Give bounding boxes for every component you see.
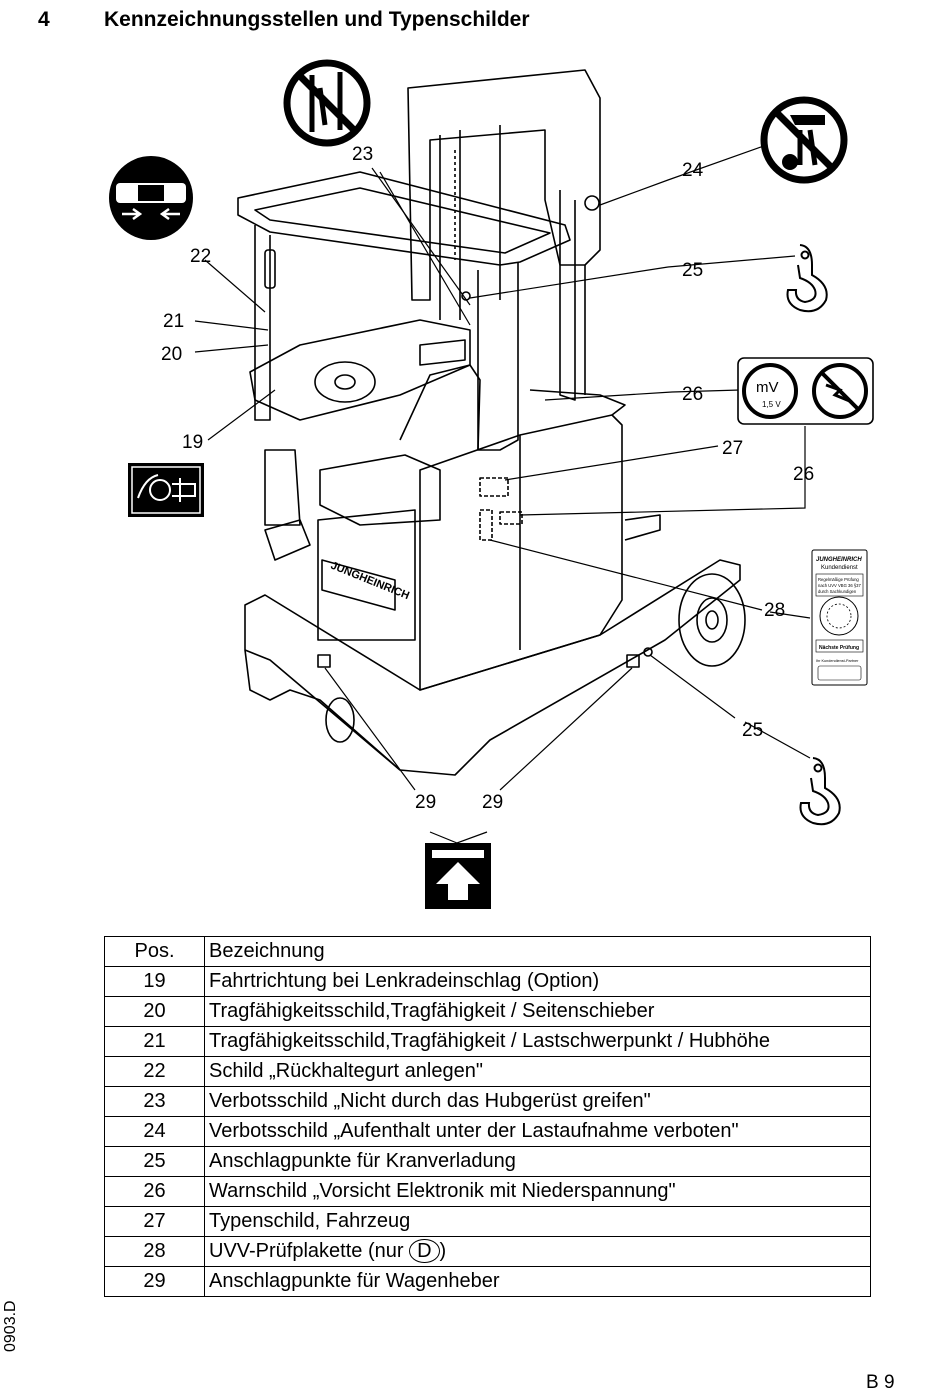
no-standing-under-load-icon — [760, 96, 848, 184]
row-pos: 19 — [104, 966, 205, 997]
row-desc: UVV-Prüfplakette (nur D) — [204, 1236, 871, 1267]
callout-27: 27 — [722, 438, 743, 459]
row-desc: Anschlagpunkte für Kranverladung — [204, 1146, 871, 1177]
table-row: 28 UVV-Prüfplakette (nur D) — [104, 1236, 871, 1267]
steering-direction-sign-icon — [128, 463, 204, 517]
row-pos: 28 — [104, 1236, 205, 1267]
table-row: 29 Anschlagpunkte für Wagenheber — [104, 1266, 871, 1297]
row-desc-suffix: ) — [439, 1240, 447, 1262]
svg-text:durch Sachkundigen: durch Sachkundigen — [818, 589, 857, 594]
table-row: 19 Fahrtrichtung bei Lenkradeinschlag (O… — [104, 966, 871, 997]
table-row: 26 Warnschild „Vorsicht Elektronik mit N… — [104, 1176, 871, 1207]
truck-figure: JUNGHEINRICH 23 24 22 25 21 20 26 19 27 … — [109, 59, 874, 909]
row-desc: Fahrtrichtung bei Lenkradeinschlag (Opti… — [204, 966, 871, 997]
crane-hook-icon — [786, 244, 828, 313]
row-desc: Tragfähigkeitsschild,Tragfähigkeit / Sei… — [204, 996, 871, 1027]
callout-28: 28 — [764, 600, 785, 621]
chassis — [244, 559, 741, 776]
table-header-row: Pos. Bezeichnung — [104, 936, 871, 967]
low-voltage-warning-sign: mV 1,5 V — [737, 357, 874, 425]
callout-21: 21 — [163, 311, 184, 332]
row-desc: Tragfähigkeitsschild,Tragfähigkeit / Las… — [204, 1026, 871, 1057]
row-desc: Verbotsschild „Nicht durch das Hubgerüst… — [204, 1086, 871, 1117]
table-row: 21 Tragfähigkeitsschild,Tragfähigkeit / … — [104, 1026, 871, 1057]
table-row: 27 Typenschild, Fahrzeug — [104, 1206, 871, 1237]
header-desc: Bezeichnung — [204, 936, 871, 967]
row-desc: Anschlagpunkte für Wagenheber — [204, 1266, 871, 1297]
row-desc: Typenschild, Fahrzeug — [204, 1206, 871, 1237]
overhead-guard — [237, 171, 571, 266]
wheel — [678, 573, 746, 667]
chapter-title: Kennzeichnungsstellen und Typenschilder — [104, 8, 530, 31]
prohibition-mast-sign-icon — [283, 59, 371, 147]
dashboard — [249, 319, 471, 421]
header-pos: Pos. — [104, 936, 205, 967]
row-pos: 23 — [104, 1086, 205, 1117]
row-pos: 20 — [104, 996, 205, 1027]
svg-text:Regelmäßige Prüfung: Regelmäßige Prüfung — [818, 577, 859, 582]
callout-19: 19 — [182, 432, 203, 453]
seatbelt-sign-icon — [109, 156, 193, 240]
country-badge-d: D — [409, 1239, 440, 1263]
row-pos: 24 — [104, 1116, 205, 1147]
row-desc-text: UVV-Prüfplakette (nur — [209, 1240, 410, 1262]
legend-table: Pos. Bezeichnung 19 Fahrtrichtung bei Le… — [104, 936, 871, 1297]
svg-text:nach UVV VBG 36 §37: nach UVV VBG 36 §37 — [818, 583, 862, 588]
callout-25-top: 25 — [682, 260, 703, 281]
callout-26-a: 26 — [682, 384, 703, 405]
row-desc: Verbotsschild „Aufenthalt unter der Last… — [204, 1116, 871, 1147]
table-row: 22 Schild „Rückhaltegurt anlegen" — [104, 1056, 871, 1087]
callout-20: 20 — [161, 344, 182, 365]
table-row: 25 Anschlagpunkte für Kranverladung — [104, 1146, 871, 1177]
row-pos: 27 — [104, 1206, 205, 1237]
jacking-point-sign-icon — [425, 843, 491, 909]
table-row: 20 Tragfähigkeitsschild,Tragfähigkeit / … — [104, 996, 871, 1027]
callout-29-b: 29 — [482, 792, 503, 813]
svg-text:Kundendienst: Kundendienst — [821, 565, 858, 571]
document-code: 0903.D — [2, 1300, 19, 1352]
seat — [319, 454, 441, 526]
table-row: 24 Verbotsschild „Aufenthalt unter der L… — [104, 1116, 871, 1147]
svg-text:1,5 V: 1,5 V — [762, 400, 781, 409]
svg-text:JUNGHEINRICH: JUNGHEINRICH — [816, 557, 862, 563]
rear-hood — [419, 414, 623, 691]
mast — [407, 69, 601, 301]
callout-26-b: 26 — [793, 464, 814, 485]
svg-text:Nächste Prüfung: Nächste Prüfung — [819, 645, 859, 651]
row-pos: 26 — [104, 1176, 205, 1207]
page-number: B 9 — [866, 1372, 895, 1393]
row-pos: 21 — [104, 1026, 205, 1057]
callout-29-a: 29 — [415, 792, 436, 813]
chapter-number: 4 — [38, 8, 50, 31]
row-pos: 29 — [104, 1266, 205, 1297]
svg-text:Ihr Kundendienst-Partner: Ihr Kundendienst-Partner — [816, 659, 859, 663]
table-row: 23 Verbotsschild „Nicht durch das Hubger… — [104, 1086, 871, 1117]
row-pos: 25 — [104, 1146, 205, 1177]
crane-hook-icon — [799, 757, 841, 826]
uvv-inspection-plate: JUNGHEINRICH Kundendienst Regelmäßige Pr… — [811, 549, 868, 686]
callout-25-bottom: 25 — [742, 720, 763, 741]
svg-text:mV: mV — [756, 379, 779, 396]
callout-23: 23 — [352, 144, 373, 165]
battery-box — [317, 509, 416, 641]
callout-22: 22 — [190, 246, 211, 267]
row-pos: 22 — [104, 1056, 205, 1087]
row-desc: Warnschild „Vorsicht Elektronik mit Nied… — [204, 1176, 871, 1207]
row-desc: Schild „Rückhaltegurt anlegen" — [204, 1056, 871, 1087]
callout-24: 24 — [682, 160, 704, 181]
